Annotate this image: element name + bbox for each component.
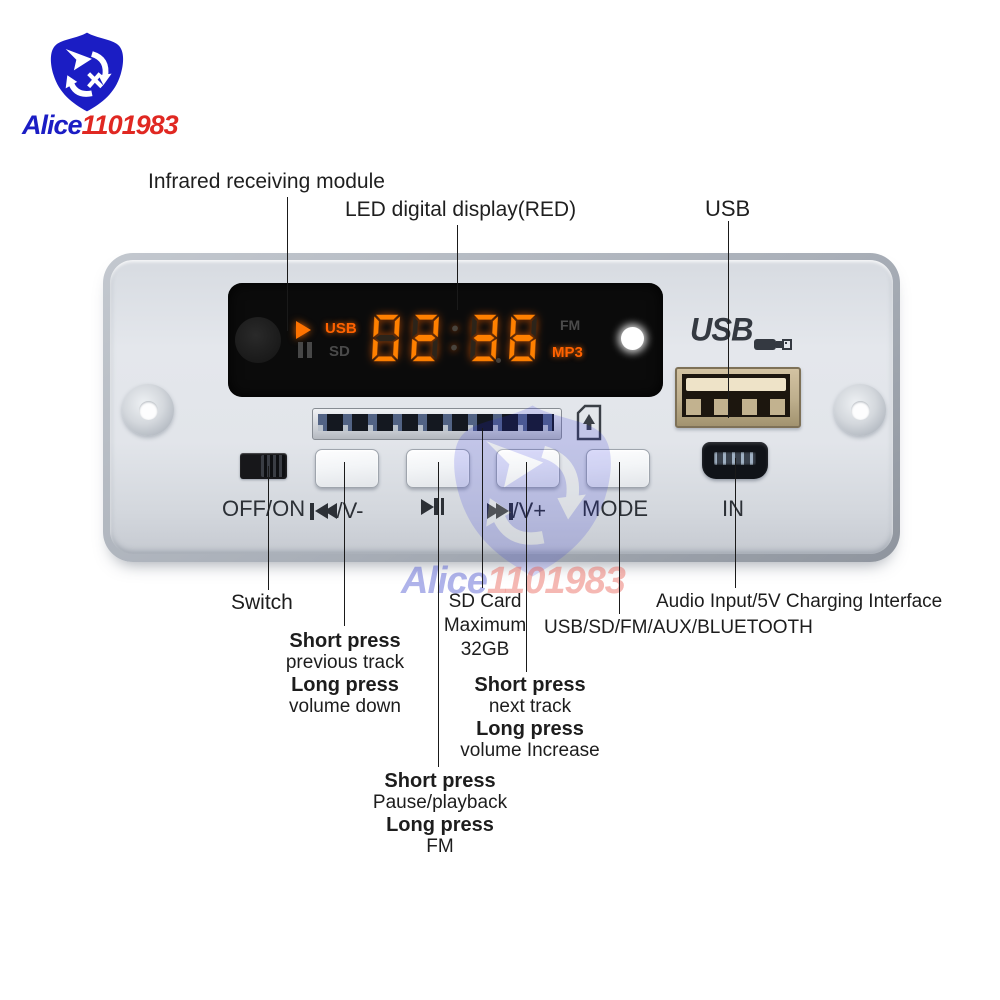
screw-hole-left (139, 401, 158, 420)
leader-play (438, 462, 440, 767)
next-short-press: Short press (474, 674, 586, 696)
sd-line1: SD Card (448, 591, 522, 612)
button-previous (315, 449, 379, 488)
sd-line3: 32GB (460, 639, 510, 660)
digit-6 (509, 314, 537, 362)
next-short-action: next track (488, 696, 572, 717)
leader-in (735, 458, 737, 588)
display-bezel (228, 283, 663, 397)
watermark-text-blue: Alice (401, 560, 488, 602)
sd-card-icon (576, 404, 602, 441)
digit-3 (470, 314, 498, 362)
silkscreen-off-on: OFF/ON (222, 496, 306, 521)
leader-mode (619, 462, 621, 614)
leader-led-display (457, 225, 459, 310)
leader-infrared (287, 197, 289, 331)
next-volume-label: /V+ (513, 498, 547, 524)
watermark-text-red: 1101983 (486, 560, 626, 602)
next-bar-icon (509, 502, 513, 520)
prev-long-press: Long press (291, 674, 399, 696)
watermark-shield (454, 405, 611, 577)
infrared-receiver (235, 317, 281, 363)
prev-long-action: volume down (289, 696, 401, 717)
sd-card-slot-pins (318, 425, 554, 431)
callout-sd-block: SD Card Maximum 32GB (427, 590, 543, 662)
button-next (496, 449, 560, 488)
next-long-press: Long press (476, 718, 584, 740)
colon (451, 325, 458, 351)
digit-0 (372, 314, 400, 362)
callout-next-block: Short press next track Long press volume… (450, 674, 610, 762)
brand-name-red: 1101983 (81, 110, 179, 140)
silkscreen-in: IN (722, 496, 744, 521)
callout-usb: USB (705, 196, 751, 221)
usb-indicator: USB (325, 320, 357, 337)
sd-indicator: SD (329, 343, 350, 360)
play-short-action: Pause/playback (372, 792, 508, 813)
leader-usb (728, 221, 730, 418)
decimal-dot (496, 358, 501, 363)
digit-2 (411, 314, 439, 362)
play-short-press: Short press (384, 770, 496, 792)
pause-indicator-icon (298, 342, 312, 358)
callout-audio-input: Audio Input/5V Charging Interface (656, 591, 943, 612)
callout-play-block: Short press Pause/playback Long press FM (360, 770, 520, 858)
prev-triangle2-icon (323, 503, 337, 519)
silkscreen-next: /V+ (487, 498, 546, 524)
pause-bar2-icon (440, 498, 444, 515)
play-triangle-icon (421, 498, 434, 515)
callout-led-display: LED digital display(RED) (345, 198, 577, 221)
callout-infrared: Infrared receiving module (148, 170, 385, 193)
leader-next (526, 462, 528, 672)
brand-name-blue: Alice (22, 110, 83, 140)
mp3-indicator: MP3 (552, 344, 583, 361)
status-led (621, 327, 644, 350)
fm-indicator: FM (560, 317, 581, 333)
leader-sd (482, 428, 484, 588)
play-long-action: FM (426, 836, 454, 857)
sd-line2: Maximum (443, 615, 527, 636)
prev-short-action: previous track (285, 652, 405, 673)
silkscreen-prev: /V- (310, 498, 363, 524)
play-long-press: Long press (386, 814, 494, 836)
prev-bar-icon (310, 502, 314, 520)
usb-a-tongue (686, 378, 786, 391)
prev-short-press: Short press (289, 630, 401, 652)
usb-silkscreen-logo: USB (690, 311, 753, 348)
next-long-action: volume Increase (460, 740, 600, 761)
pause-bar1-icon (434, 498, 438, 515)
callout-switch: Switch (231, 591, 293, 614)
power-switch-knob (261, 455, 285, 477)
prev-volume-label: /V- (336, 498, 364, 523)
leader-prev (344, 462, 346, 626)
silkscreen-mode: MODE (582, 496, 648, 521)
silkscreen-play-pause (421, 498, 444, 515)
button-mode (586, 449, 650, 488)
seven-segment-display (371, 314, 539, 362)
usb-plug-icon (754, 339, 792, 350)
usb-a-contacts (686, 399, 786, 415)
callout-prev-block: Short press previous track Long press vo… (265, 630, 425, 718)
watermark-text: Alice1101983 (401, 560, 626, 603)
leader-switch (268, 466, 270, 590)
brand-name: Alice1101983 (22, 110, 179, 141)
next-triangle2-icon (496, 503, 509, 519)
screw-hole-right (851, 401, 870, 420)
play-indicator-icon (296, 321, 311, 339)
brand-shield-icon (50, 32, 124, 112)
callout-mode-sources: USB/SD/FM/AUX/BLUETOOTH (544, 617, 813, 638)
